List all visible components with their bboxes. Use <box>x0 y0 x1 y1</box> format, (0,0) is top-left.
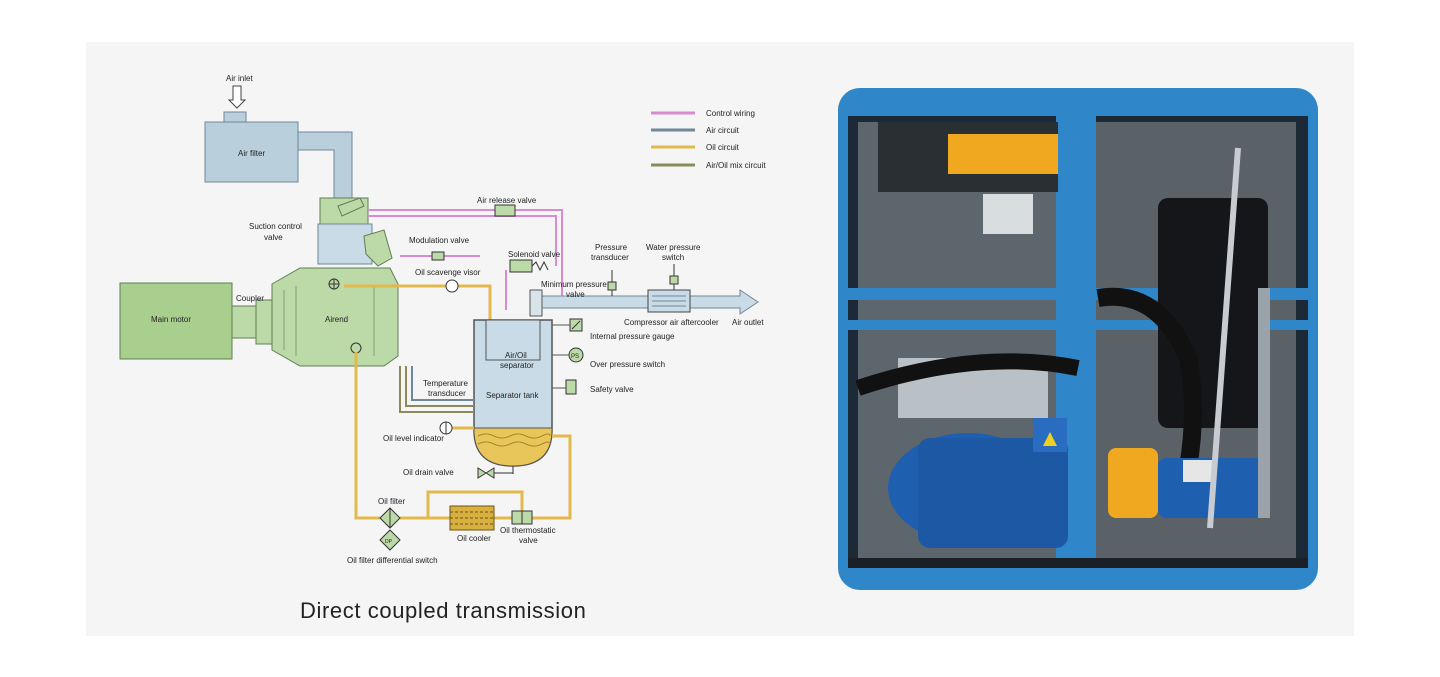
over-pressure-switch: PS Over pressure switch <box>552 347 665 369</box>
legend-item-air-oil-mix: Air/Oil mix circuit <box>651 161 766 170</box>
oil-thermostatic-valve-label-2: valve <box>519 536 538 545</box>
minimum-pressure-valve: Minimum pressure valve <box>529 280 607 317</box>
oil-circuit <box>354 352 572 520</box>
separator-label: Air/Oil <box>505 351 527 360</box>
air-intake-duct <box>297 131 353 201</box>
legend-label: Control wiring <box>706 109 755 118</box>
main-motor: Main motor <box>119 282 233 360</box>
safety-valve: Safety valve <box>552 379 634 395</box>
pressure-transducer-label: Pressure <box>595 243 628 252</box>
dp-mark: DP <box>385 539 393 545</box>
oil-level-indicator: Oil level indicator <box>383 421 453 443</box>
air-release-valve-label: Air release valve <box>477 196 537 205</box>
oil-thermostatic-valve-label: Oil thermostatic <box>500 526 556 535</box>
modulation-valve-label: Modulation valve <box>409 236 470 245</box>
oil-thermostatic-valve: Oil thermostatic valve <box>500 510 556 545</box>
water-pressure-switch: Water pressure switch <box>646 243 701 290</box>
air-inlet-arrow-icon <box>227 85 247 109</box>
separator-label-2: separator <box>500 361 534 370</box>
solenoid-valve-label: Solenoid valve <box>508 250 561 259</box>
separator-tank: Air/Oil separator Separator tank <box>473 319 553 467</box>
pressure-transducer: Pressure transducer <box>591 243 629 296</box>
internal-pressure-gauge-label: Internal pressure gauge <box>590 332 675 341</box>
internal-pressure-gauge: Internal pressure gauge <box>552 318 675 341</box>
aftercooler-label: Compressor air aftercooler <box>624 318 719 327</box>
air-outlet-label: Air outlet <box>732 318 764 327</box>
legend: Control wiring Air circuit Oil circuit A… <box>651 109 766 170</box>
oil-filter-label: Oil filter <box>378 497 405 506</box>
oil-scavenge-visor-label: Oil scavenge visor <box>415 268 481 277</box>
oil-drain-valve: Oil drain valve <box>403 466 514 479</box>
coupler-label: Coupler <box>236 294 264 303</box>
water-pressure-switch-label-2: switch <box>662 253 684 262</box>
oil-filter: DP Oil filter Oil filter differential sw… <box>347 497 438 565</box>
oil-drain-valve-label: Oil drain valve <box>403 468 454 477</box>
airend: Airend <box>271 267 399 367</box>
oil-cooler: Oil cooler <box>449 505 495 543</box>
diagram-caption: Direct coupled transmission <box>300 598 587 623</box>
modulation-valve: Modulation valve <box>409 236 470 261</box>
pressure-transducer-label-2: transducer <box>591 253 629 262</box>
legend-label: Oil circuit <box>706 143 740 152</box>
air-filter-label: Air filter <box>238 149 265 158</box>
airend-label: Airend <box>325 315 348 324</box>
legend-label: Air circuit <box>706 126 740 135</box>
suction-control-valve-label-2: valve <box>264 233 283 242</box>
temperature-transducer-label-2: transducer <box>428 389 466 398</box>
legend-item-control-wiring: Control wiring <box>651 109 755 118</box>
temperature-transducer-label: Temperature <box>423 379 468 388</box>
oil-cooler-label: Oil cooler <box>457 534 491 543</box>
coupler: Coupler <box>231 294 273 345</box>
air-filter: Air filter <box>204 111 299 183</box>
oil-level-indicator-label: Oil level indicator <box>383 434 444 443</box>
over-pressure-switch-label: Over pressure switch <box>590 360 665 369</box>
solenoid-valve: Solenoid valve <box>508 250 561 273</box>
air-inlet-label: Air inlet <box>226 74 253 83</box>
legend-item-air-circuit: Air circuit <box>651 126 740 135</box>
compressor-interior-photo <box>838 88 1318 590</box>
legend-item-oil-circuit: Oil circuit <box>651 143 740 152</box>
air-inlet: Air inlet <box>226 74 253 109</box>
legend-label: Air/Oil mix circuit <box>706 161 766 170</box>
minimum-pressure-valve-label-2: valve <box>566 290 585 299</box>
separator-tank-label: Separator tank <box>486 391 539 400</box>
temperature-transducer: Temperature transducer <box>399 366 474 413</box>
minimum-pressure-valve-label: Minimum pressure <box>541 280 607 289</box>
suction-control-valve-label: Suction control <box>249 222 302 231</box>
compressor-air-aftercooler: Compressor air aftercooler <box>624 289 719 327</box>
safety-valve-label: Safety valve <box>590 385 634 394</box>
oil-scavenge-visor: Oil scavenge visor <box>344 268 492 320</box>
air-release-valve: Air release valve <box>477 196 537 217</box>
suction-control-valve: Suction control valve <box>249 197 393 267</box>
main-motor-label: Main motor <box>151 315 191 324</box>
water-pressure-switch-label: Water pressure <box>646 243 701 252</box>
oil-filter-differential-switch-label: Oil filter differential switch <box>347 556 438 565</box>
ps-label: PS <box>571 354 579 360</box>
